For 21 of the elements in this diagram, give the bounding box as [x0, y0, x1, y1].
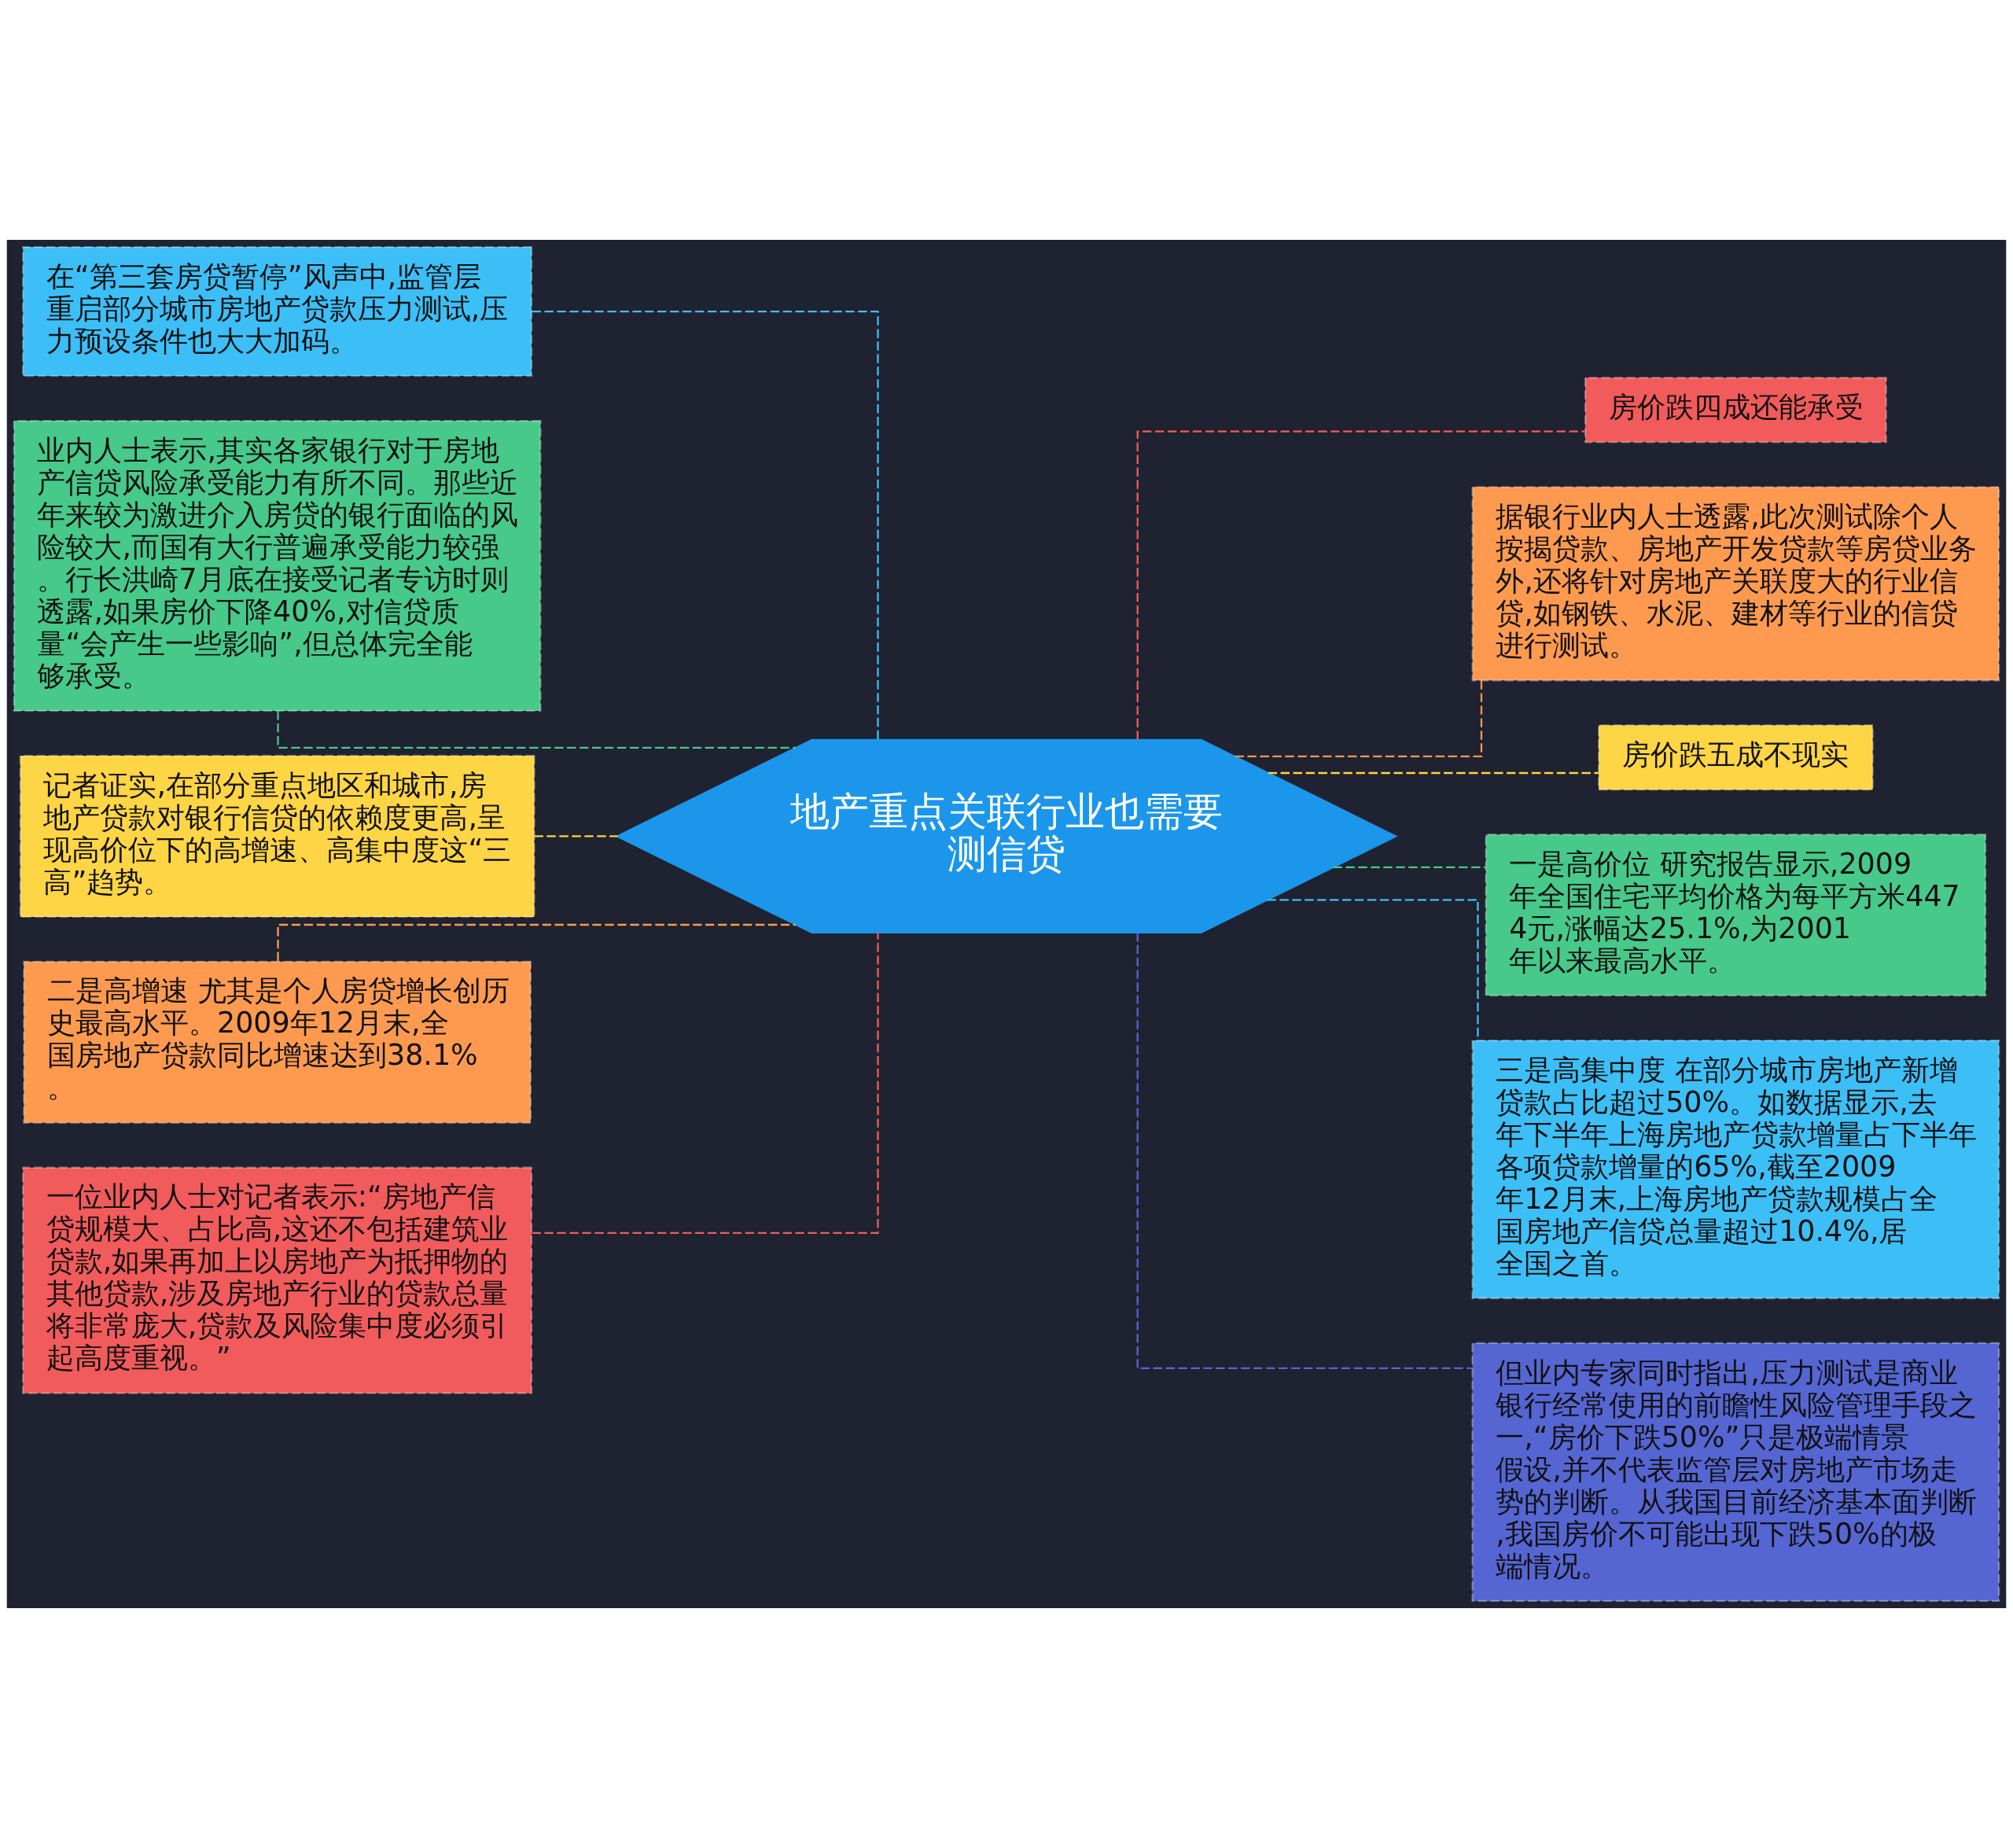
- node-box: 一是高价位 研究报告显示,2009年全国住宅平均价格为每平方米4474元,涨幅达25.1%,为2001年以来最高水平。: [1485, 834, 1987, 997]
- node-box: 在“第三套房贷暂停”风声中,监管层重启部分城市房地产贷款压力测试,压力预设条件也大大加码。: [22, 245, 533, 377]
- connector: [1268, 771, 1599, 775]
- node-box: 但业内专家同时指出,压力测试是商业银行经常使用的前瞻性风险管理手段之一,“房价下跌50%”只是极端情景假设,并不代表监管层对房地产市场走势的判断。从我国目前经济基本面判断,我国房价不可能出现下跌50%的极端情况。: [1471, 1342, 2000, 1603]
- connector: [532, 933, 879, 1234]
- connector: [1333, 866, 1486, 868]
- node-box: 三是高集中度 在部分城市房地产新增贷款占比超过50%。如数据显示,去年下半年上海房地产贷款增量占下半年各项贷款增量的65%,截至2009年12月末,上海房地产贷款规模占全国房地产信贷总量超过10.4%,居全国之首。: [1471, 1039, 2000, 1300]
- connector: [277, 923, 796, 962]
- node-box: 一位业内人士对记者表示:“房地产信贷规模大、占比高,这还不包括建筑业贷款,如果再加上以房地产为抵押物的其他贷款,涉及房地产行业的贷款总量将非常庞大,贷款及风险集中度必须引起高度重视。”: [22, 1166, 533, 1394]
- connector: [1136, 932, 1472, 1369]
- connector: [534, 835, 618, 837]
- connector: [1235, 680, 1483, 757]
- node-box: 房价跌五成不现实: [1598, 724, 1874, 791]
- connector: [1136, 430, 1585, 740]
- node-box: 记者证实,在部分重点地区和城市,房地产贷款对银行信贷的依赖度更高,呈现高价位下的高增速、高集中度这“三高”趋势。: [19, 754, 535, 918]
- connector: [277, 711, 796, 749]
- node-box: 房价跌四成还能承受: [1584, 377, 1887, 444]
- node-box: 业内人士表示,其实各家银行对于房地产信贷风险承受能力有所不同。那些近年来较为激进介入房贷的银行面临的风险较大,而国有大行普遍承受能力较强。行长洪崎7月底在接受记者专访时则透露,如果房价下降40%,对信贷质量“会产生一些影响”,但总体完全能够承受。: [13, 419, 542, 712]
- node-box: 据银行业内人士透露,此次测试除个人按揭贷款、房地产开发贷款等房贷业务外,还将针对房地产关联度大的行业信贷,如钢铁、水泥、建材等行业的信贷进行测试。: [1471, 486, 2000, 682]
- node-box: 二是高增速 尤其是个人房贷增长创历史最高水平。2009年12月末,全国房地产贷款同比增速达到38.1%。: [23, 960, 532, 1124]
- connector: [532, 310, 879, 740]
